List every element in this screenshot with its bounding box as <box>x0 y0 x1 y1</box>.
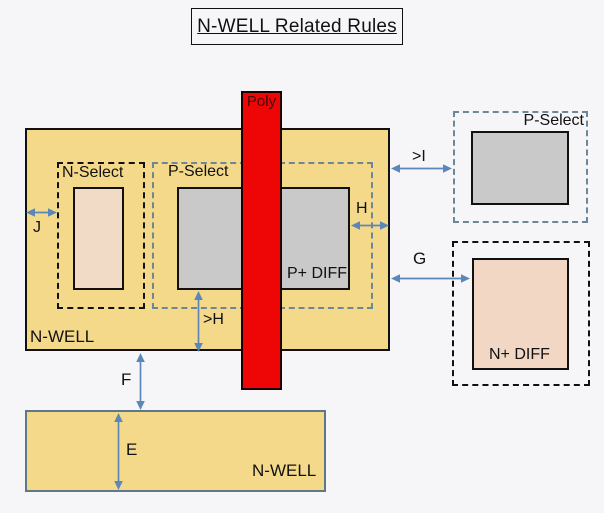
p-select-right-box <box>453 111 588 223</box>
p-select-right-diffusion-rect <box>471 131 569 205</box>
dimension-label-f: F <box>121 370 132 389</box>
p-select-main-label: P-Select <box>168 163 229 180</box>
n-select-label: N-Select <box>62 164 124 181</box>
dimension-label-e: E <box>126 440 138 459</box>
poly-rect <box>241 91 282 390</box>
n-plus-diff-label: N+ DIFF <box>489 346 550 363</box>
n-select-diffusion-rect <box>73 187 124 290</box>
dimension-arrow-j <box>26 208 57 217</box>
n-select-box <box>57 162 145 309</box>
dimension-arrow-gt-h <box>194 291 203 352</box>
dimension-label-h: H <box>356 200 368 217</box>
p-plus-diff-label: P+ DIFF <box>287 265 348 282</box>
lower-nwell-region <box>25 410 326 492</box>
main-nwell-label: N-WELL <box>30 327 95 346</box>
page-title: N-WELL Related Rules <box>197 15 397 37</box>
dimension-arrow-e <box>114 413 123 490</box>
n-plus-diff-rect <box>472 258 569 370</box>
title-box: N-WELL Related Rules <box>191 8 403 45</box>
poly-label: Poly <box>246 93 277 110</box>
dimension-arrow-h <box>351 221 389 230</box>
dimension-label-g: G <box>413 249 427 268</box>
dimension-arrow-f <box>136 353 145 410</box>
dimension-label-gt-h: >H <box>203 311 224 328</box>
dimension-arrow-g <box>391 274 470 283</box>
n-plus-diff-box <box>452 241 590 386</box>
p-select-right-label: P-Select <box>523 112 584 129</box>
dimension-arrow-gt-i <box>391 164 452 173</box>
dimension-label-gt-i: >I <box>412 148 426 165</box>
lower-nwell-label: N-WELL <box>252 461 317 480</box>
dimension-label-j: J <box>33 219 41 236</box>
